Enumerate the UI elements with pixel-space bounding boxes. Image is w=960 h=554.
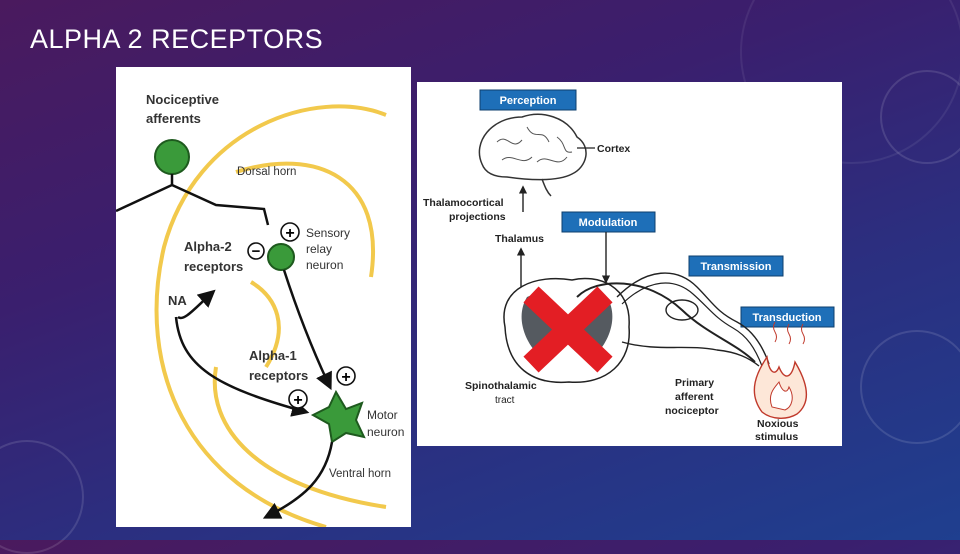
label-relay: relay	[306, 242, 332, 256]
slide-title: ALPHA 2 RECEPTORS	[30, 24, 324, 54]
transduction-label: Transduction	[752, 312, 821, 324]
alpha-receptor-diagram: + − + + Nociceptive afferents Dorsal hor…	[115, 67, 411, 529]
label-thalamus: Thalamus	[495, 233, 544, 245]
plus-sign: +	[293, 392, 302, 409]
motor-neuron	[310, 389, 366, 444]
label-nociceptive: Nociceptive	[146, 92, 219, 107]
primary-afferent-fiber	[576, 282, 756, 363]
label-receptors-a2: receptors	[184, 259, 243, 274]
plus-sign-circle	[280, 222, 300, 242]
label-stimulus: stimulus	[755, 431, 798, 443]
na-to-motor-pathway	[174, 316, 310, 417]
label-afferent: afferent	[675, 391, 714, 403]
decorative-ring	[860, 330, 960, 444]
na-to-alpha2-pathway	[177, 289, 216, 320]
horn-outline-dorsal	[235, 161, 375, 278]
label-ventral-horn: Ventral horn	[329, 468, 391, 480]
label-sensory: Sensory	[306, 226, 350, 240]
alpha-receptor-svg: + − + + Nociceptive afferents Dorsal hor…	[115, 92, 404, 529]
perception-label: Perception	[500, 95, 557, 107]
label-dorsal-horn: Dorsal horn	[237, 166, 296, 178]
ventral-root	[621, 341, 760, 367]
label-projections: projections	[449, 211, 506, 223]
horn-outline-mid	[249, 280, 281, 369]
label-thalamocortical: Thalamocortical	[423, 197, 504, 209]
relay-to-motor-pathway	[282, 269, 332, 391]
minus-sign-circle	[247, 242, 265, 260]
label-spinothalamic: Spinothalamic	[465, 380, 537, 392]
dorsal-root-inner	[621, 282, 763, 367]
perception-box	[479, 89, 577, 111]
modulation-label: Modulation	[579, 217, 638, 229]
label-primary: Primary	[675, 377, 714, 389]
pain-pathway-diagram: Perception Modulation Transmission Trans…	[417, 82, 842, 446]
brain-illustration	[478, 113, 587, 197]
pain-pathway-svg: Perception Modulation Transmission Trans…	[423, 89, 835, 443]
label-motor: Motor	[367, 408, 398, 422]
horn-outline-ventral	[212, 366, 387, 509]
modulation-box	[561, 211, 656, 233]
transmission-box	[688, 255, 784, 277]
afferent-branch	[115, 174, 174, 213]
label-receptors-a1: receptors	[249, 368, 308, 383]
label-nociceptor: nociceptor	[665, 405, 719, 417]
plus-sign-circle	[336, 366, 356, 386]
label-na: NA	[168, 293, 187, 308]
nociceptive-afferent-neuron	[154, 139, 190, 175]
label-alpha1: Alpha-1	[249, 348, 297, 363]
label-neuron: neuron	[306, 258, 343, 272]
label-motor-neuron: neuron	[367, 425, 404, 439]
label-afferents: afferents	[146, 111, 201, 126]
transmission-label: Transmission	[701, 261, 772, 273]
minus-sign: −	[252, 243, 261, 260]
blocked-cross-icon	[523, 286, 613, 373]
dorsal-root	[616, 272, 770, 365]
motor-neuron-axon	[262, 441, 334, 519]
label-cortex: Cortex	[597, 143, 630, 155]
plus-sign: +	[341, 369, 350, 386]
flame-icon	[753, 321, 807, 419]
plus-sign: +	[285, 225, 294, 242]
label-tract: tract	[495, 395, 515, 406]
label-alpha2: Alpha-2	[184, 239, 232, 254]
sensory-relay-neuron	[267, 243, 295, 271]
label-noxious: Noxious	[757, 418, 799, 430]
afferent-branch	[171, 183, 270, 226]
horn-outline-outer	[154, 104, 387, 529]
decorative-ring	[0, 440, 84, 554]
plus-sign-circle	[288, 389, 308, 409]
